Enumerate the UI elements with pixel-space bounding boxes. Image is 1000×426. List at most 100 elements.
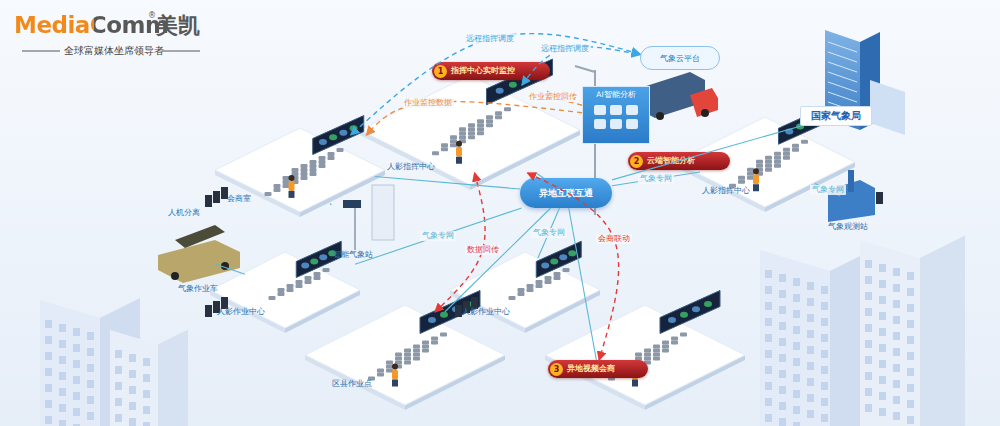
window — [865, 404, 872, 412]
city-building — [760, 250, 830, 426]
console-seat — [738, 180, 745, 184]
window — [879, 360, 886, 368]
console-seat — [756, 164, 763, 168]
hq-window — [828, 52, 857, 62]
console-seat — [792, 148, 799, 152]
window — [45, 368, 52, 376]
window — [129, 402, 136, 410]
city-building — [158, 329, 188, 426]
console-seat — [431, 341, 438, 345]
console-seat — [468, 135, 475, 139]
console-seat — [292, 168, 299, 172]
console-seat — [450, 139, 457, 143]
logo-text: MediaComm — [14, 12, 168, 38]
window — [893, 380, 900, 388]
operator — [632, 380, 638, 387]
network-link — [215, 264, 245, 274]
window — [73, 344, 80, 352]
data-flow-arrow — [528, 173, 619, 360]
console-seat — [545, 276, 552, 280]
window — [793, 310, 800, 318]
window — [765, 366, 772, 374]
console-seat — [314, 276, 321, 280]
city-building — [40, 300, 100, 426]
edge-label: 气象专网 — [531, 228, 567, 238]
console-seat — [644, 353, 651, 357]
window — [765, 318, 772, 326]
console-seat — [301, 168, 308, 172]
window — [865, 372, 872, 380]
node-label: 区县作业点 — [332, 379, 372, 389]
console-seat — [747, 176, 754, 180]
window — [807, 298, 814, 306]
console-seat — [792, 144, 799, 148]
window — [893, 348, 900, 356]
weather-mast — [354, 205, 356, 250]
edge-label: 远程指挥调度 — [464, 34, 516, 44]
window — [807, 394, 814, 402]
data-flow-arrow — [366, 101, 582, 135]
window — [821, 382, 828, 390]
hq-window — [828, 92, 857, 102]
console-seat — [413, 353, 420, 357]
console-seat — [413, 357, 420, 361]
window — [807, 330, 814, 338]
callout-number: 1 — [434, 65, 447, 78]
logo-text: ® — [148, 11, 156, 20]
console-seat — [301, 164, 308, 168]
window — [59, 372, 66, 380]
node-label: 国家气象局 — [811, 109, 861, 123]
operator — [289, 181, 295, 191]
window — [807, 410, 814, 418]
operator — [456, 147, 462, 157]
video-content — [301, 262, 309, 268]
step-badge: 3异地视频会商 — [548, 360, 648, 378]
window — [807, 362, 814, 370]
window — [143, 374, 150, 382]
window — [87, 412, 94, 420]
video-wall — [536, 241, 581, 277]
server-rack — [876, 192, 883, 204]
window — [807, 314, 814, 322]
window — [907, 416, 914, 424]
window — [821, 350, 828, 358]
console-seat — [518, 292, 525, 296]
window — [87, 332, 94, 340]
window — [865, 276, 872, 284]
icon — [594, 105, 606, 115]
console-seat — [662, 345, 669, 349]
edge-label: 远程指挥调度 — [539, 44, 591, 54]
window — [907, 336, 914, 344]
network-link — [536, 173, 544, 178]
operator — [753, 168, 759, 174]
edge-label: 气象专网 — [810, 185, 846, 195]
console-seat — [310, 160, 317, 164]
city-building — [860, 240, 920, 426]
window — [115, 382, 122, 390]
console-seat — [404, 353, 411, 357]
console-seat — [527, 284, 534, 288]
console-seat — [774, 164, 781, 168]
window — [73, 328, 80, 336]
console-seat — [386, 365, 393, 369]
control-room: 区县作业点 — [330, 312, 480, 390]
node-label: 气象作业车 — [178, 284, 218, 294]
truck-cab — [690, 88, 718, 117]
console-seat — [314, 272, 321, 276]
city-building — [920, 236, 965, 426]
window — [73, 392, 80, 400]
console-seat — [783, 156, 790, 160]
node-label: 会商室 — [227, 194, 251, 204]
icon — [594, 119, 606, 129]
window — [779, 322, 786, 330]
console-seat — [328, 152, 335, 156]
video-wall — [313, 116, 364, 155]
video-content — [496, 88, 504, 94]
console-seat — [662, 341, 669, 345]
operator — [456, 141, 462, 147]
control-room: 人影作业中心 — [460, 258, 590, 318]
console-seat — [783, 148, 790, 152]
node-label: 智能气象站 — [333, 250, 373, 260]
